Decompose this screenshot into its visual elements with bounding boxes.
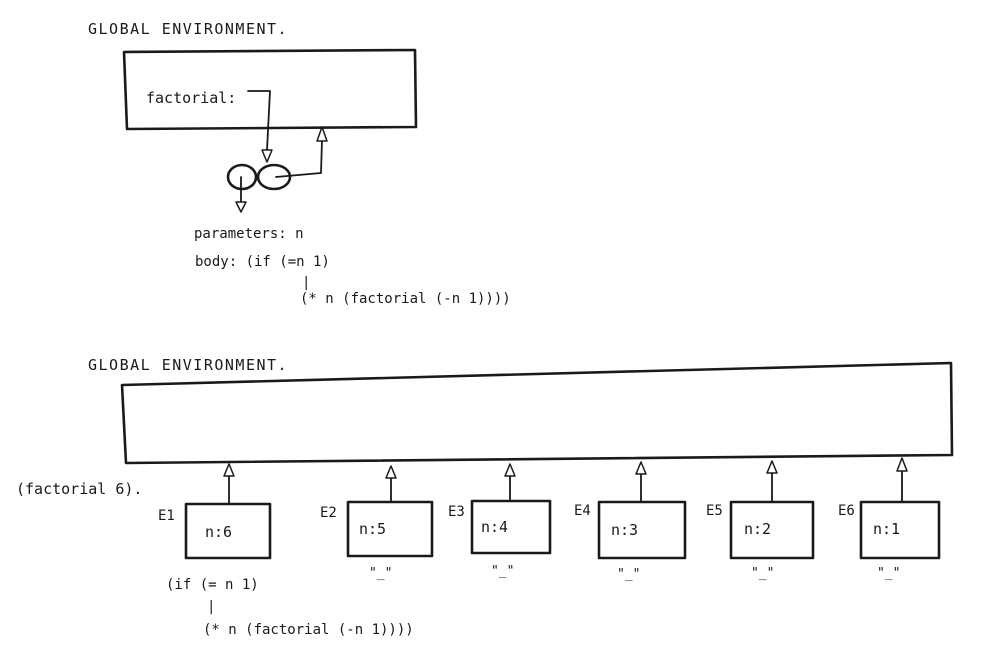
frame-e2-env-label: E2 [320,505,337,521]
frame-e5-parent-arrowhead [766,460,778,474]
frame-e6-ditto-mark: "_" [877,566,900,581]
frame-body-line2: (* n (factorial (-n 1)))) [203,622,414,638]
frame-e6-env-label: E6 [838,503,855,519]
frame-e4-env-label: E4 [574,503,591,519]
frame-e4-parent-arrowhead [635,461,647,475]
frame-e1-box [184,502,272,560]
frame-e3: E3 n:4 [448,463,552,555]
bottom-global-env-title: GLOBAL ENVIRONMENT. [88,356,288,374]
frame-e3-binding: n:4 [481,518,508,536]
frame-e2-parent-arrowhead [385,465,397,479]
frame-e4-box [597,500,687,560]
frame-e2: E2 n:5 [320,465,434,558]
frame-e3-parent-arrowhead [504,463,516,477]
frame-e1-binding: n:6 [205,523,232,541]
frame-e2-box [346,500,434,558]
bottom-global-env-frame [120,361,954,465]
frame-e1-parent-arrowhead [223,463,235,477]
frame-e5-binding: n:2 [744,520,771,538]
binding-pointer-line [247,90,271,151]
frame-e3-env-label: E3 [448,504,465,520]
frame-e4-binding: n:3 [611,521,638,539]
frame-e5-ditto-mark: "_" [751,566,774,581]
procedure-object [226,163,292,191]
frame-e5-env-label: E5 [706,503,723,519]
top-global-env-frame [122,48,418,131]
frame-e5: E5 n:2 [706,460,815,560]
factorial-binding-label: factorial: [146,89,236,107]
frame-e2-ditto-mark: "_" [369,566,392,581]
top-global-env-title: GLOBAL ENVIRONMENT. [88,20,288,38]
frame-body-line1: (if (= n 1) [166,577,259,593]
frame-e3-ditto-mark: "_" [491,564,514,579]
frame-e6-parent-arrowhead [896,457,908,472]
procedure-code-bubble [226,163,258,191]
body-text-line2: (* n (factorial (-n 1)))) [300,291,511,307]
frame-e6-box [859,500,941,560]
binding-pointer-arrowhead [261,149,273,163]
frame-e6: E6 n:1 [838,457,941,560]
procedure-env-bubble [256,163,292,191]
parameters-text: parameters: n [194,226,304,242]
frame-e3-box [470,499,552,555]
frame-e4-ditto-mark: "_" [617,567,640,582]
body-text-line1: body: (if (=n 1) [195,254,330,270]
frame-e6-binding: n:1 [873,520,900,538]
frame-e1: E1 n:6 [158,463,272,560]
env-pointer-line [275,139,323,178]
frame-e5-box [729,500,815,560]
call-expression: (factorial 6). [16,480,142,498]
body-text-tick: | [302,275,310,291]
code-pointer-arrowhead [235,201,247,213]
frame-body-tick: | [207,599,215,615]
frame-e4: E4 n:3 [574,461,687,560]
env-pointer-arrowhead [316,126,328,142]
frame-e2-binding: n:5 [359,520,386,538]
frame-e1-env-label: E1 [158,508,175,524]
